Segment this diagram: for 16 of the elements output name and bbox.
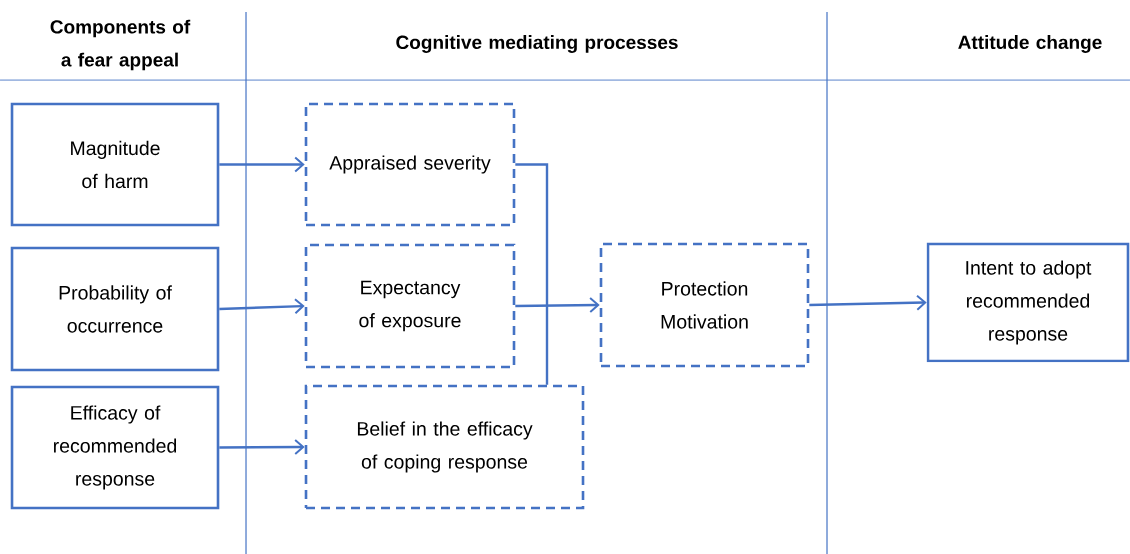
process-box: Probability of occurrence [10, 246, 220, 372]
process-box: Magnitude of harm [10, 102, 220, 227]
column-heading: Components of a fear appeal [50, 19, 191, 71]
arrow [809, 294, 927, 311]
dashed-process-box: Expectancy of exposure [304, 243, 516, 369]
process-box: Efficacy of recommended response [10, 385, 220, 510]
dashed-process-box: Appraised severity [304, 102, 516, 227]
dashed-process-box: Protection Motivation [599, 242, 810, 368]
column-heading: Cognitive mediating processes [396, 35, 678, 53]
arrow [515, 297, 600, 314]
dashed-process-box: Belief in the efficacy of coping response [304, 384, 585, 510]
arrow [219, 298, 305, 315]
arrow [219, 156, 305, 173]
column-heading: Attitude change [958, 35, 1102, 53]
arrow [219, 439, 305, 456]
process-box: Intent to adopt recommended response [926, 242, 1130, 363]
